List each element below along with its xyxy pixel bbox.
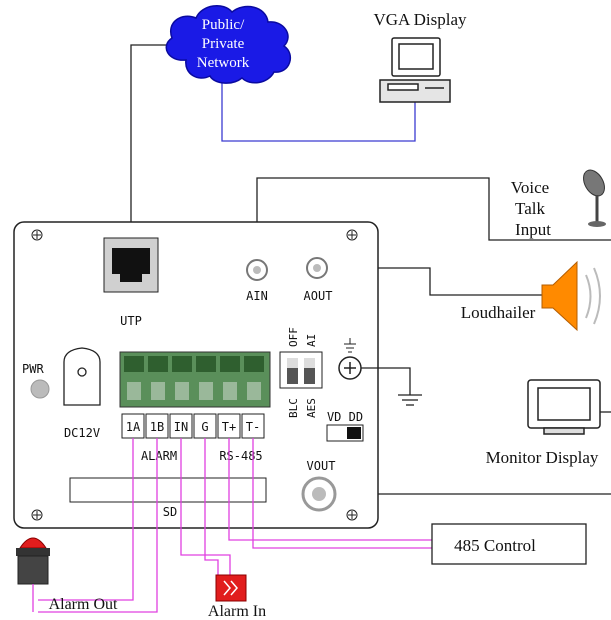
wires [130, 44, 611, 495]
monitor-label: Monitor Display [486, 448, 599, 467]
vout-label: VOUT [307, 459, 336, 473]
ain-jack [246, 259, 268, 281]
terminal-tplus: T+ [222, 420, 236, 434]
terminal-labels: 1A 1B IN G T+ T- [121, 413, 265, 439]
switch-blc-label: BLC [287, 398, 300, 418]
ground-icon [361, 367, 422, 406]
utp-port [103, 237, 159, 293]
dc-connector [63, 347, 101, 406]
terminal-tminus: T- [246, 420, 260, 434]
network-label-2: Private [202, 36, 245, 52]
dc-label: DC12V [64, 426, 100, 440]
terminal-1a: 1A [126, 420, 141, 434]
vd-dd-label: VD DD [327, 410, 363, 424]
terminal-g: G [201, 420, 208, 434]
aout-jack [306, 257, 328, 279]
alarm-in-icon [215, 574, 247, 602]
voice-label-3: Input [515, 220, 551, 239]
alarm-out-label: Alarm Out [49, 596, 118, 613]
terminal-in: IN [174, 420, 188, 434]
voice-label-1: Voice [511, 178, 549, 197]
terminal-block [119, 351, 271, 408]
utp-label: UTP [120, 314, 142, 328]
network-cloud: Public/ Private Network [165, 5, 292, 84]
wire-network-vga [221, 78, 416, 142]
terminal-1b: 1B [150, 420, 164, 434]
network-label-1: Public/ [202, 17, 245, 33]
aout-label: AOUT [304, 289, 333, 303]
switch-aes-label: AES [305, 398, 318, 418]
control-box [431, 523, 587, 565]
alarm-out-light-icon [16, 537, 50, 612]
rs485-group-label: RS-485 [219, 449, 262, 463]
vga-label: VGA Display [373, 10, 467, 29]
control-label: 485 Control [454, 536, 536, 555]
vga-computer-icon [379, 37, 451, 103]
network-label-3: Network [197, 55, 250, 71]
switch-off-label: OFF [287, 327, 300, 347]
switch-ai-label: AI [305, 334, 318, 347]
loudhailer-icon [541, 260, 601, 332]
sd-label: SD [163, 505, 177, 519]
alarm-in-label: Alarm In [208, 603, 266, 620]
pwr-led [30, 379, 50, 399]
sd-slot [69, 477, 267, 503]
vd-dd-switch [326, 424, 364, 442]
loudhailer-label: Loudhailer [461, 303, 536, 322]
alarm-group-label: ALARM [141, 449, 177, 463]
pwr-label: PWR [22, 362, 44, 376]
vout-jack [301, 476, 337, 512]
dip-switch [279, 351, 323, 389]
ain-label: AIN [246, 289, 268, 303]
voice-label-2: Talk [515, 199, 545, 218]
wire-aout-loudhailer [330, 267, 542, 296]
alarm-wires [38, 438, 432, 613]
monitor-icon [527, 379, 601, 435]
wire-network-utp [130, 44, 181, 238]
microphone-icon [583, 169, 606, 227]
wire-ain-voice [256, 177, 611, 260]
